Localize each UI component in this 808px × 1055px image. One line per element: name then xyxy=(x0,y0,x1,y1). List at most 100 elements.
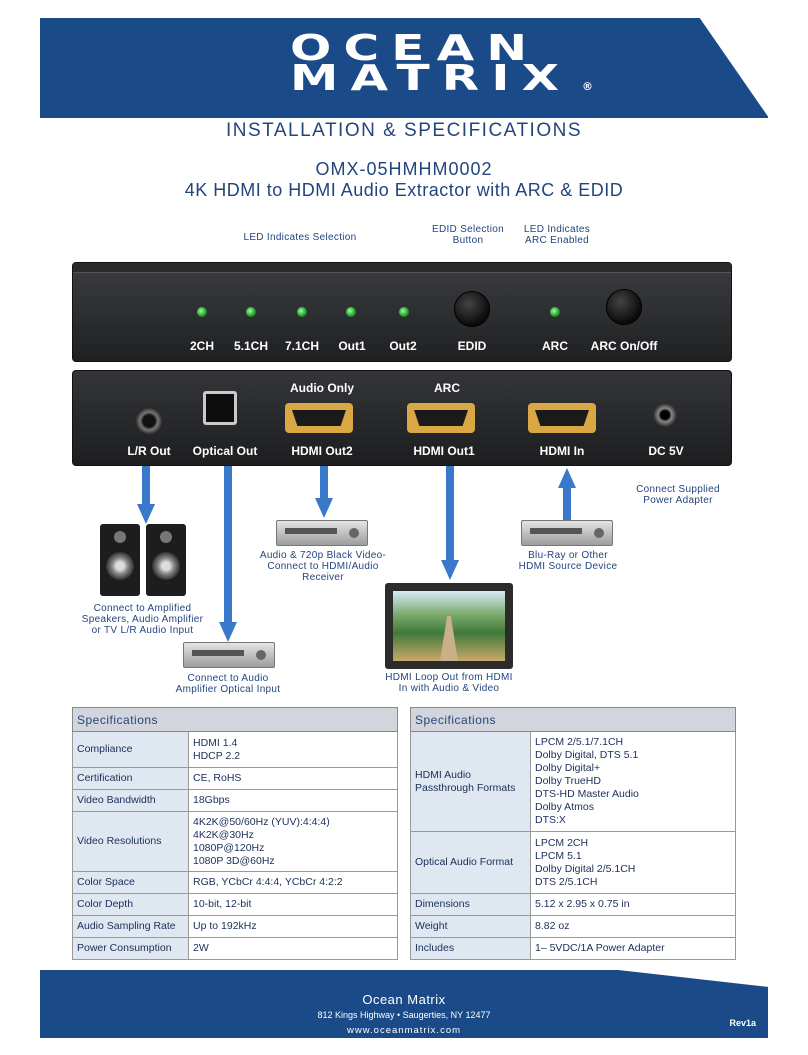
spec-left-key: Color Depth xyxy=(72,893,189,916)
power-callout-line-1: Connect Supplied xyxy=(636,484,720,495)
source-callout-line-1: Blu-Ray or Other xyxy=(528,550,608,561)
source-callout-line-2: HDMI Source Device xyxy=(518,561,618,572)
front-label-2ch: 2CH xyxy=(189,339,214,353)
back-label-dc-5v: DC 5V xyxy=(648,444,684,458)
back-label-audio-only: Audio Only xyxy=(290,381,354,395)
spec-left-value: Up to 192kHz xyxy=(188,915,398,938)
spec-left-value-line: Up to 192kHz xyxy=(193,920,257,932)
spec-right-value: 8.82 oz xyxy=(530,915,736,938)
led-out2 xyxy=(399,307,409,317)
back-label-optical-out: Optical Out xyxy=(192,444,258,458)
arc-led-callout: LED Indicates ARC Enabled xyxy=(514,224,600,246)
spec-right-value-line: DTS-HD Master Audio xyxy=(535,788,639,800)
back-label-hdmi-out1: HDMI Out1 xyxy=(413,444,475,458)
spec-right-value: 5.12 x 2.95 x 0.75 in xyxy=(530,893,736,916)
spec-left-key: Color Space xyxy=(72,871,189,894)
spec-right-header: Specifications xyxy=(410,707,736,732)
arrow-from-source xyxy=(558,468,576,520)
front-label-arc-on-off: ARC On/Off xyxy=(590,339,658,353)
device-front-panel: 2CH 5.1CH 7.1CH Out1 Out2 EDID ARC ARC O… xyxy=(72,262,732,362)
spec-left-value-line: 4K2K@30Hz xyxy=(193,828,254,841)
spec-left-key-text: Audio Sampling Rate xyxy=(77,920,176,932)
banner-corner xyxy=(699,17,769,118)
revision-label: Rev1a xyxy=(729,1018,756,1028)
spec-right-value-line: Dolby Digital, DTS 5.1 xyxy=(535,749,639,761)
spec-right-value-line: 1– 5VDC/1A Power Adapter xyxy=(535,942,665,954)
receiver-callout-line-3: Receiver xyxy=(302,572,344,583)
hdmi-out1-port xyxy=(407,403,475,433)
spec-left-value-line: 1080P@120Hz xyxy=(193,841,265,854)
header-banner: OCEAN MATRIX ® xyxy=(40,17,769,118)
speakers-callout-line-1: Connect to Amplified xyxy=(93,603,192,614)
footer-website-link[interactable]: www.oceanmatrix.com xyxy=(346,1025,462,1036)
edid-callout-line-1: EDID Selection xyxy=(431,224,504,235)
spec-left-value-line: 10-bit, 12-bit xyxy=(193,898,252,910)
arc-led-callout-line-2: ARC Enabled xyxy=(525,235,589,246)
spec-right-key-text: Includes xyxy=(415,942,455,954)
spec-left-key-text: Color Depth xyxy=(77,898,134,910)
spec-left-value: 2W xyxy=(188,937,398,960)
hdmi-in-port xyxy=(528,403,596,433)
spec-right-key-text: Optical Audio Format xyxy=(415,856,514,868)
spec-left-key: Compliance xyxy=(72,731,189,768)
spec-right-value-line: 5.12 x 2.95 x 0.75 in xyxy=(535,898,630,910)
front-label-edid: EDID xyxy=(457,339,487,353)
spec-left-value-line: RGB, YCbCr 4:4:4, YCbCr 4:2:2 xyxy=(193,876,343,888)
spec-right-value-line: DTS:X xyxy=(535,814,566,826)
power-callout-line-2: Power Adapter xyxy=(643,495,713,506)
led-5-1ch xyxy=(246,307,256,317)
spec-left-header: Specifications xyxy=(72,707,398,732)
front-panel-top-edge xyxy=(73,263,731,273)
optical-amplifier-callout: Connect to Audio Amplifier Optical Input xyxy=(165,673,291,695)
spec-left-row: Audio Sampling Rate Up to 192kHz xyxy=(72,915,398,938)
spec-left-value-line: HDMI 1.4 xyxy=(193,736,238,749)
right-speaker-icon xyxy=(146,524,186,596)
spec-left-key-text: Certification xyxy=(77,772,133,784)
logo-line-2: MATRIX xyxy=(290,58,572,99)
spec-left-key: Audio Sampling Rate xyxy=(72,915,189,938)
spec-right-value-line: 8.82 oz xyxy=(535,920,570,932)
back-label-hdmi-out2: HDMI Out2 xyxy=(291,444,353,458)
led-arc xyxy=(550,307,560,317)
back-label-hdmi-in: HDMI In xyxy=(539,444,585,458)
edid-button[interactable] xyxy=(454,291,490,327)
spec-right-value-line: Dolby Digital 2/5.1CH xyxy=(535,862,636,875)
arrow-to-optical-amplifier xyxy=(219,466,237,642)
spec-left-key: Certification xyxy=(72,767,189,790)
footer-company: Ocean Matrix xyxy=(362,992,446,1007)
spec-left-value-line: CE, RoHS xyxy=(193,772,242,784)
arc-on-off-button[interactable] xyxy=(606,289,642,325)
tv-display-icon xyxy=(385,583,513,669)
logo-line-1: OCEAN xyxy=(290,28,540,69)
spec-right-key-text: HDMI Audio xyxy=(415,768,472,781)
spec-left-key: Power Consumption xyxy=(72,937,189,960)
spec-left-row: Color Space RGB, YCbCr 4:4:4, YCbCr 4:2:2 xyxy=(72,871,398,894)
hdmi-loop-callout: HDMI Loop Out from HDMI In with Audio & … xyxy=(378,672,520,694)
footer-address: 812 Kings Highway • Saugerties, NY 12477 xyxy=(317,1010,491,1020)
back-label-arc: ARC xyxy=(434,381,460,395)
receiver-callout-line-2: Connect to HDMI/Audio xyxy=(267,561,379,572)
spec-left-value-line: 2W xyxy=(193,942,209,954)
blu-ray-player-icon xyxy=(521,520,613,546)
receiver-callout-line-1: Audio & 720p Black Video- xyxy=(259,550,387,561)
arc-led-callout-line-1: LED Indicates xyxy=(523,224,591,235)
spec-right-row: Includes 1– 5VDC/1A Power Adapter xyxy=(410,937,736,960)
arrow-to-tv xyxy=(441,466,459,580)
spec-left-value-line: 18Gbps xyxy=(193,794,230,806)
led-2ch xyxy=(197,307,207,317)
led-out1 xyxy=(346,307,356,317)
source-device-callout: Blu-Ray or Other HDMI Source Device xyxy=(510,550,626,572)
spec-right-value-line: DTS 2/5.1CH xyxy=(535,875,598,888)
logo-registered-mark: ® xyxy=(582,80,593,93)
spec-left-value-line: 4K2K@50/60Hz (YUV):4:4:4) xyxy=(193,815,330,828)
speakers-callout-line-2: Speakers, Audio Amplifier xyxy=(81,614,204,625)
spec-left-value: CE, RoHS xyxy=(188,767,398,790)
arrow-to-receiver xyxy=(315,466,333,518)
